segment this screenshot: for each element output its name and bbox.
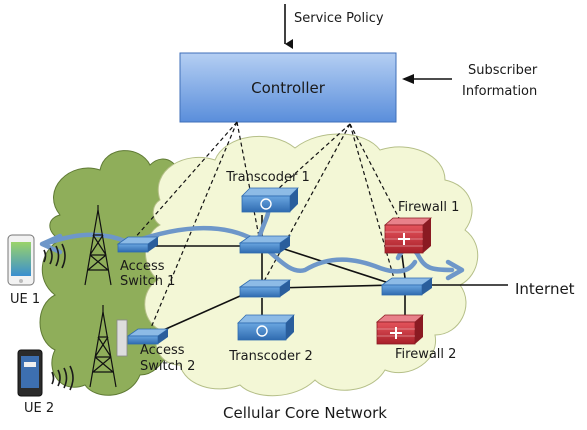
ue-1-label: UE 1 (10, 292, 40, 307)
ue-2-phone-icon[interactable] (17, 349, 43, 397)
access-switch-1-label-line2: Switch 1 (120, 274, 175, 289)
control-link-access-switch-1 (132, 121, 238, 241)
cell-tower-2-icon (89, 305, 117, 388)
transcoder-2[interactable]: Transcoder 2 (228, 314, 313, 364)
transcoder-2-label: Transcoder 2 (228, 349, 312, 364)
access-switch-2-label-line2: Switch 2 (140, 359, 195, 374)
control-link-firewall-1 (349, 123, 403, 225)
ue-2-label: UE 2 (24, 401, 54, 416)
transcoder-1-label: Transcoder 1 (225, 170, 309, 185)
control-link-transcoder-1 (267, 123, 351, 199)
firewall-1-label: Firewall 1 (398, 200, 459, 215)
core-switch-gateway[interactable] (380, 277, 434, 296)
subscriber-label: Subscriber (468, 63, 538, 78)
cell-tower-1-icon (84, 205, 112, 286)
signal-waves-ue-1 (43, 243, 66, 269)
controller-box[interactable]: Controller (179, 52, 397, 123)
core-network-label: Cellular Core Network (223, 404, 387, 422)
control-link-core-switch-upper (236, 121, 261, 243)
transcoder-icon (256, 325, 268, 337)
signal-waves-ue-2 (51, 365, 74, 391)
ue-1-phone-icon[interactable] (7, 234, 35, 286)
access-switch-2-label-line1: Access (140, 343, 185, 358)
firewall-2[interactable]: Firewall 2 (375, 314, 456, 362)
internet-label: Internet (515, 280, 575, 298)
radio-unit-icon (116, 319, 128, 357)
controller-label: Controller (251, 79, 326, 97)
control-link-core-switch-lower (261, 123, 351, 286)
firewall-icon (390, 327, 402, 339)
core-switch-upper[interactable] (238, 235, 292, 254)
control-link-core-switch-right (349, 123, 396, 283)
core-switch-lower[interactable] (238, 279, 292, 298)
data-links (140, 215, 508, 337)
access-switch-1[interactable]: Access Switch 1 (116, 236, 175, 289)
firewall-icon (398, 233, 410, 245)
access-switch-2[interactable]: Access Switch 2 (126, 328, 195, 374)
transcoder-1[interactable]: Transcoder 1 (225, 170, 310, 213)
firewall-1[interactable]: Firewall 1 (383, 200, 459, 254)
information-label: Information (462, 84, 537, 99)
service-policy-input: Service Policy (284, 4, 384, 49)
subscriber-information-input: Subscriber Information (402, 63, 538, 99)
service-policy-label: Service Policy (294, 11, 384, 26)
transcoder-icon (260, 198, 272, 210)
firewall-2-label: Firewall 2 (395, 347, 456, 362)
access-switch-1-label-line1: Access (120, 259, 165, 274)
